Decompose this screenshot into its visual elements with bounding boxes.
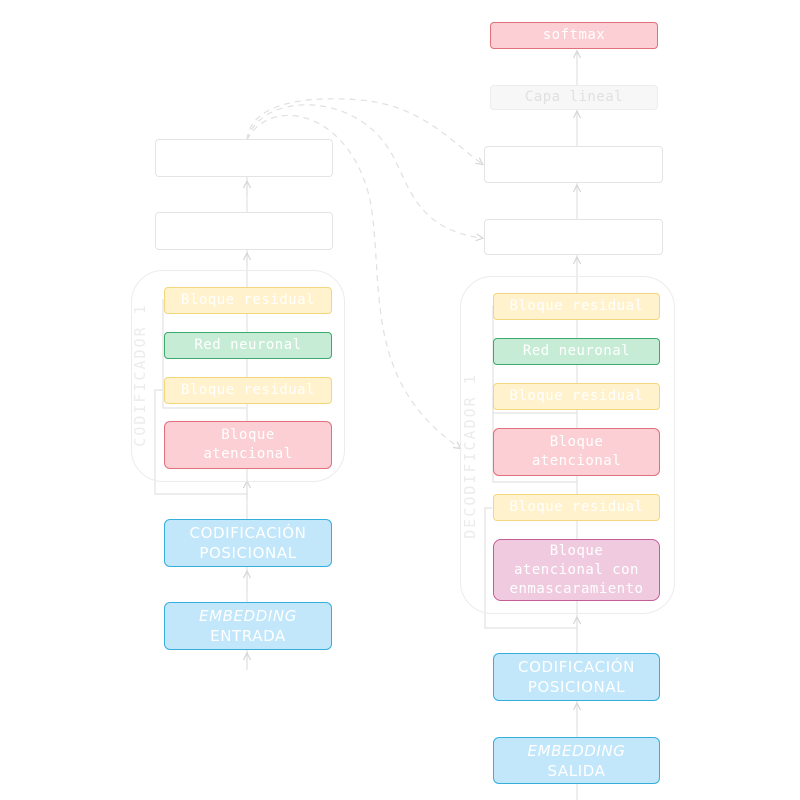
encoder-label: CODIFICADOR 1 — [131, 303, 149, 447]
decoder-output-box-top — [484, 146, 663, 183]
decoder-positional-line-1: CODIFICACIÓN — [518, 658, 635, 676]
decoder-softmax-block: softmax — [490, 22, 658, 49]
decoder-positional-encoding-block: CODIFICACIÓN POSICIONAL — [493, 653, 660, 701]
decoder-attention-line-1: Bloque — [549, 434, 604, 450]
decoder-masked-line-1: Bloque — [549, 542, 604, 559]
encoder-residual-bottom-label: Bloque residual — [181, 382, 315, 398]
decoder-softmax-label: softmax — [542, 27, 606, 43]
decoder-label: DECODIFICADOR 1 — [461, 373, 479, 539]
decoder-group — [460, 276, 675, 614]
decoder-feed-forward-block: Red neuronal — [493, 338, 660, 365]
decoder-residual-block-mid: Bloque residual — [493, 383, 660, 410]
encoder-input-embedding-block: EMBEDDING ENTRADA — [164, 602, 332, 650]
encoder-attention-line-2: atencional — [203, 446, 293, 462]
decoder-residual-block-top: Bloque residual — [493, 293, 660, 320]
encoder-embedding-line-2: ENTRADA — [210, 627, 286, 645]
decoder-residual-block-bottom: Bloque residual — [493, 494, 660, 521]
decoder-attention-line-2: atencional — [531, 453, 622, 469]
encoder-feed-forward-block: Red neuronal — [164, 332, 332, 359]
decoder-output-box-bottom — [484, 219, 663, 255]
decoder-masked-attention-block: Bloque atencional con enmascaramiento — [493, 539, 660, 601]
decoder-output-embedding-block: EMBEDDING SALIDA — [493, 737, 660, 784]
decoder-residual-bottom-label: Bloque residual — [509, 499, 644, 515]
encoder-attention-line-1: Bloque — [221, 427, 275, 443]
encoder-positional-line-1: CODIFICACIÓN — [189, 524, 307, 542]
encoder-residual-block-bottom: Bloque residual — [164, 377, 332, 404]
encoder-positional-line-2: POSICIONAL — [199, 544, 297, 562]
encoder-group — [131, 270, 345, 482]
decoder-residual-mid-label: Bloque residual — [509, 388, 644, 404]
encoder-residual-block-top: Bloque residual — [164, 287, 332, 314]
encoder-skip-lower — [154, 389, 247, 495]
encoder-output-box-top — [155, 139, 333, 177]
encoder-attention-block: Bloque atencional — [164, 421, 332, 469]
decoder-masked-line-3: enmascaramiento — [509, 580, 644, 597]
encoder-output-box-bottom — [155, 212, 333, 250]
decoder-skip-bottom — [484, 507, 577, 629]
encoder-positional-encoding-block: CODIFICACIÓN POSICIONAL — [164, 519, 332, 567]
cross-connection-2 — [246, 104, 482, 238]
cross-connection-1 — [246, 98, 482, 164]
encoder-residual-top-label: Bloque residual — [181, 292, 315, 308]
decoder-residual-top-label: Bloque residual — [509, 298, 644, 314]
decoder-feed-forward-label: Red neuronal — [522, 343, 631, 359]
decoder-masked-line-2: atencional con — [513, 561, 639, 578]
decoder-linear-label: Capa lineal — [524, 89, 624, 105]
decoder-positional-line-2: POSICIONAL — [527, 678, 626, 696]
encoder-embedding-line-1: EMBEDDING — [199, 607, 297, 625]
decoder-embedding-line-1: EMBEDDING — [527, 741, 626, 760]
decoder-attention-block: Bloque atencional — [493, 428, 660, 476]
cross-connection-3 — [246, 114, 460, 448]
decoder-embedding-line-2: SALIDA — [547, 761, 606, 780]
decoder-linear-layer-block: Capa lineal — [490, 85, 658, 110]
encoder-feed-forward-label: Red neuronal — [194, 337, 302, 353]
